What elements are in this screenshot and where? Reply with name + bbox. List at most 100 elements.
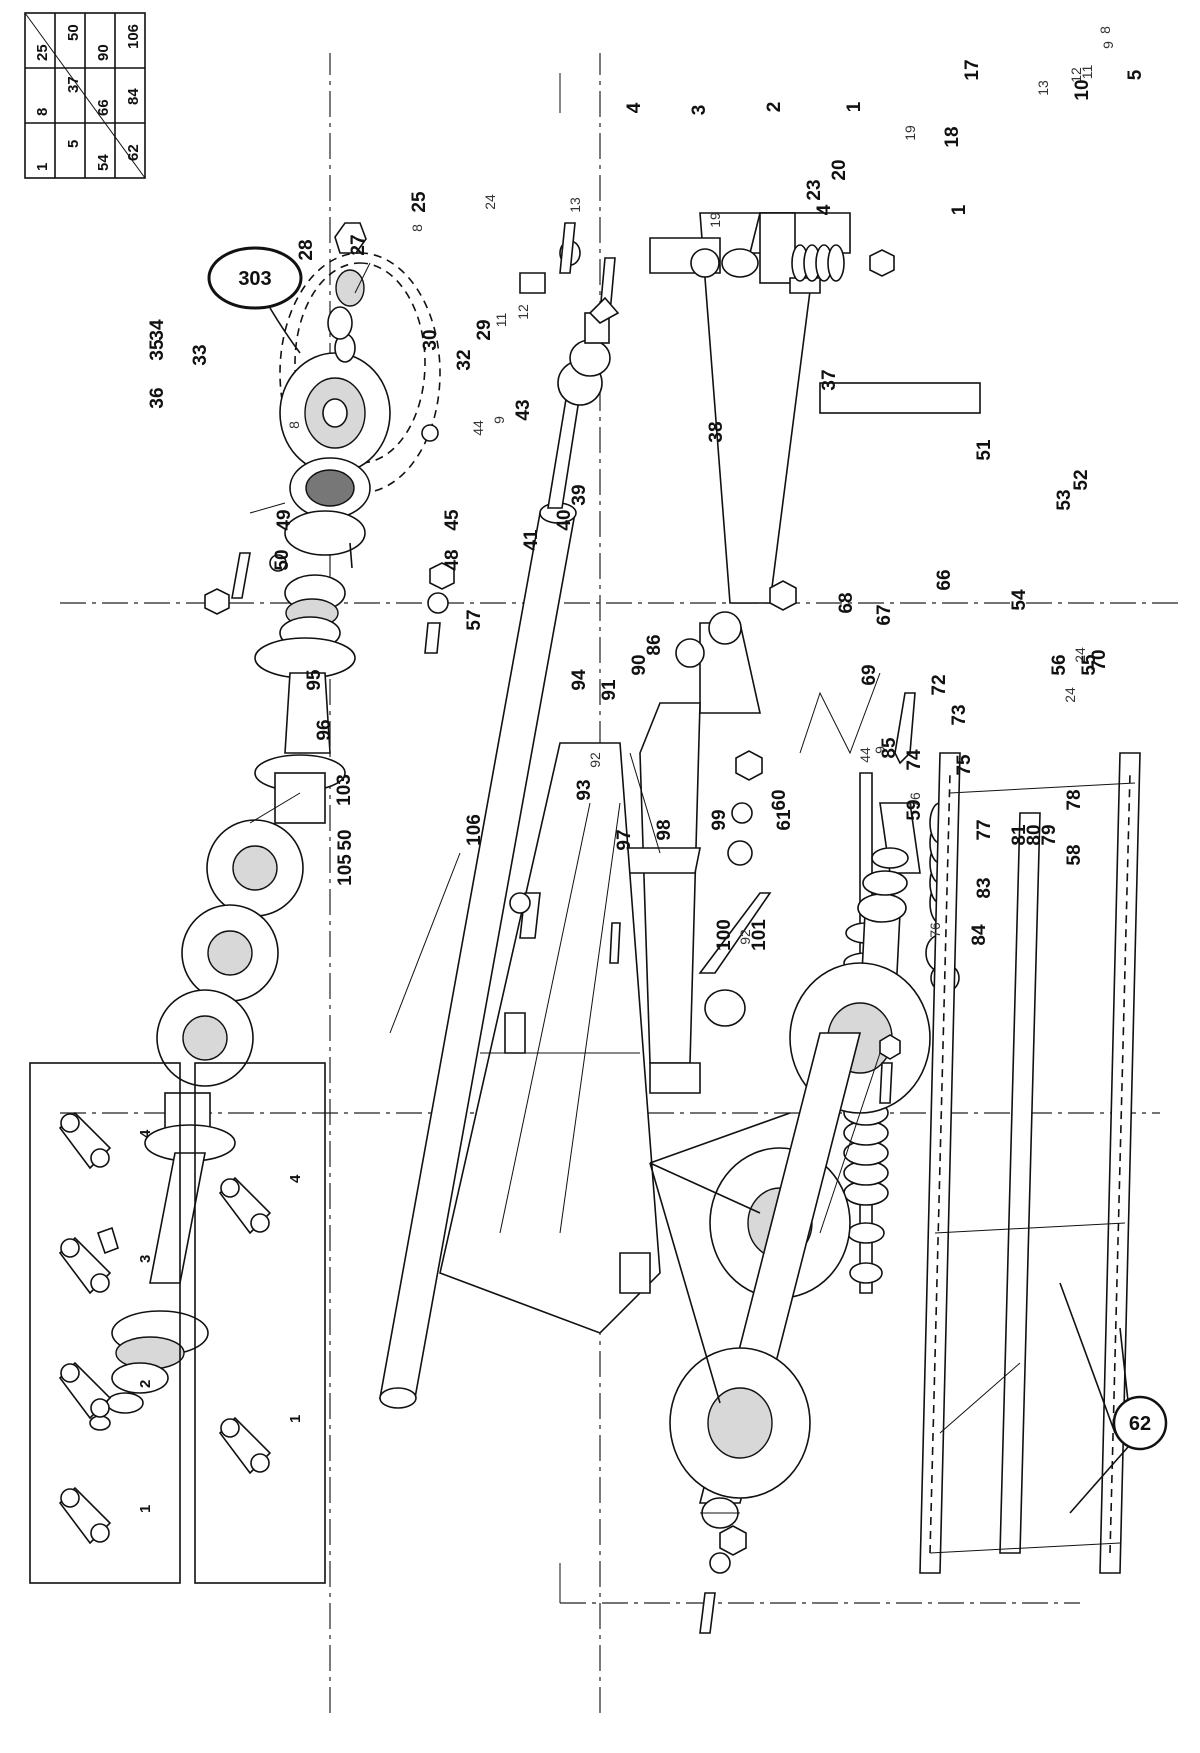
part-number-label: 50 xyxy=(272,549,293,570)
part-number-label: 67 xyxy=(874,604,895,625)
part-number-label: 12 xyxy=(1068,67,1084,83)
part-number-label: 5 xyxy=(1125,69,1146,80)
inset-label: 1 xyxy=(287,1415,304,1423)
part-number-label: 106 xyxy=(464,814,485,846)
table-cell: 90 xyxy=(95,44,112,61)
part-number-label: 75 xyxy=(954,754,975,776)
leader-lines xyxy=(249,262,1021,1514)
part-number-label: 27 xyxy=(348,234,369,255)
part-number-label: 54 xyxy=(1009,589,1030,611)
table-cell: 66 xyxy=(95,99,112,116)
part-number-label: 100 xyxy=(714,919,735,951)
drawing-frame: 1 8 25 50 5 37 90 106 54 66 84 62 303 xyxy=(24,12,1180,1713)
inset-label: 2 xyxy=(137,1380,154,1388)
part-number-label: 80 xyxy=(1024,824,1045,845)
part-number-label: 49 xyxy=(274,509,295,530)
part-number-label: 8 xyxy=(286,421,302,429)
part-number-label: 19 xyxy=(707,212,723,228)
part-number-label: 77 xyxy=(974,819,995,840)
part-number-label: 73 xyxy=(949,704,970,725)
kit-number: 62 xyxy=(1129,1413,1151,1435)
part-number-label: 37 xyxy=(819,369,840,390)
part-number-label: 44 xyxy=(470,420,486,436)
part-number-label: 43 xyxy=(513,399,534,420)
part-number-label: 13 xyxy=(1035,80,1051,96)
part-number-label: 20 xyxy=(829,159,850,180)
part-number-label: 57 xyxy=(464,609,485,630)
part-number-label: 28 xyxy=(296,239,317,260)
deflector-plate xyxy=(439,742,661,1334)
part-number-label: 74 xyxy=(904,749,925,771)
part-number-label: 92 xyxy=(737,929,753,945)
part-number-label: 4 xyxy=(814,204,835,215)
part-number-label: 36 xyxy=(147,387,168,408)
part-number-label: 58 xyxy=(1064,844,1085,865)
spring-83 xyxy=(843,1100,889,1206)
part-number-label: 44 xyxy=(857,747,873,763)
part-number-label: 33 xyxy=(190,344,211,365)
part-number-label: 38 xyxy=(706,421,727,442)
part-number-label: 60 xyxy=(769,789,790,810)
part-number-label: 97 xyxy=(614,829,635,850)
part-number-label: 50 xyxy=(335,829,356,850)
upper-shaft-assembly xyxy=(89,222,455,1431)
part-number-label: 48 xyxy=(442,549,463,570)
sprocket-wheels xyxy=(156,819,304,1087)
part-number-label: 9 xyxy=(1100,41,1116,49)
part-number-label: 94 xyxy=(569,669,590,691)
part-number-label: 85 xyxy=(879,737,900,759)
part-number-label: 98 xyxy=(654,819,675,840)
part-number-label: 83 xyxy=(974,877,995,898)
part-number-label: 41 xyxy=(521,529,542,551)
part-number-label: 19 xyxy=(902,125,918,141)
kit-callout: 62 xyxy=(1059,1282,1168,1514)
table-cell: 37 xyxy=(65,76,82,93)
part-number-label: 86 xyxy=(644,634,665,655)
part-number-label: 101 xyxy=(749,919,770,951)
part-number-label: 24 xyxy=(1072,647,1088,663)
part-number-label: 32 xyxy=(454,349,475,370)
table-cell: 54 xyxy=(95,154,112,171)
table-cell: 25 xyxy=(34,44,51,61)
part-number-label: 4 xyxy=(624,102,645,113)
part-number-label: 66 xyxy=(934,569,955,590)
part-number-label: 29 xyxy=(474,319,495,340)
part-number-label: 1 xyxy=(949,204,970,215)
part-number-label: 68 xyxy=(836,592,857,613)
tensioner-upper xyxy=(519,212,981,604)
part-number-label: 24 xyxy=(1062,687,1078,703)
part-number-label: 11 xyxy=(493,313,509,328)
part-number-label: 34 xyxy=(147,319,168,341)
assembly-callout: 303 xyxy=(207,246,303,354)
part-number-label: 24 xyxy=(482,194,498,210)
part-number-label: 25 xyxy=(409,191,430,213)
part-number-label: 52 xyxy=(1071,469,1092,490)
part-number-label: 72 xyxy=(929,674,950,695)
part-number-label: 2 xyxy=(764,102,785,113)
table-cell: 50 xyxy=(65,24,82,41)
part-number-label: 13 xyxy=(567,197,583,213)
part-number-label: 84 xyxy=(969,924,990,946)
part-number-label: 1 xyxy=(844,101,865,112)
part-number-label: 95 xyxy=(304,669,325,691)
part-number-label: 53 xyxy=(1054,489,1075,510)
inset-label: 1 xyxy=(137,1505,154,1513)
part-number-label: 56 xyxy=(1049,654,1070,675)
table-cell: 8 xyxy=(34,108,51,116)
part-number-label: 78 xyxy=(1064,789,1085,810)
part-number-label: 30 xyxy=(420,329,441,350)
part-number-label: 8 xyxy=(409,224,425,232)
pulley-drum xyxy=(649,962,931,1634)
part-number-label: 55 xyxy=(1079,654,1100,676)
inset-chain-links: 1 2 3 4 xyxy=(29,1062,181,1584)
part-number-label: 3 xyxy=(689,105,710,116)
part-number-label: 103 xyxy=(334,774,355,806)
inset-label: 4 xyxy=(287,1174,304,1183)
part-number-label: 45 xyxy=(442,509,463,531)
part-number-label: 69 xyxy=(859,664,880,685)
part-number-label: 59 xyxy=(904,799,925,820)
table-cell: 62 xyxy=(125,144,142,161)
part-number-label: 76 xyxy=(907,792,923,808)
part-number-label: 17 xyxy=(962,59,983,80)
